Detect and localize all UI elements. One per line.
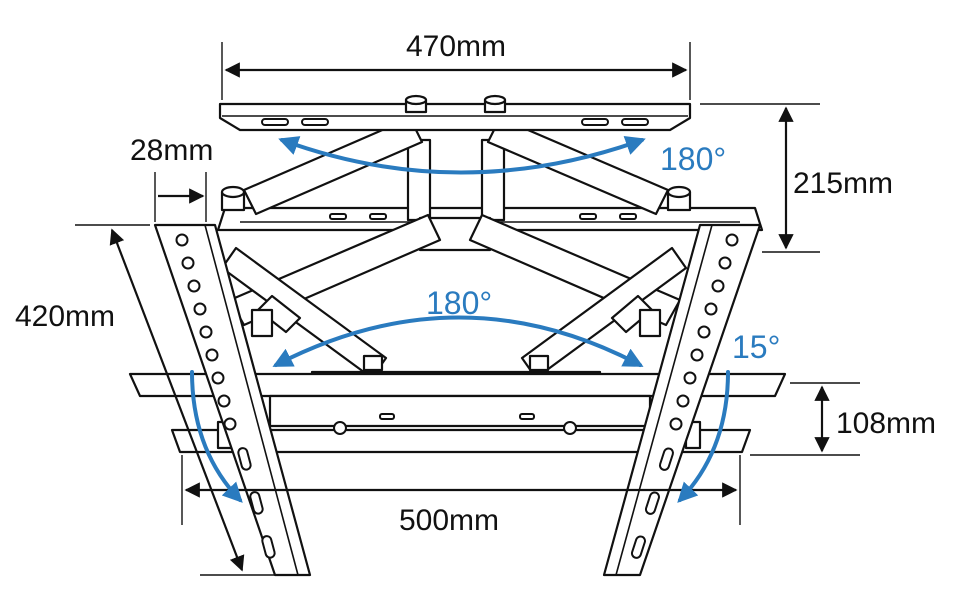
- dimension-lines: [75, 42, 860, 576]
- dim-top-width: 470mm: [406, 30, 506, 63]
- arm-knobs: [220, 185, 692, 338]
- top-plate: [218, 94, 692, 132]
- angle-middle-swivel: 180°: [426, 285, 492, 321]
- right-tilt-arrow: [677, 370, 730, 503]
- angle-tilt: 15°: [732, 329, 780, 365]
- dim-plate-height: 420mm: [15, 300, 115, 333]
- dim-bottom-height: 108mm: [836, 407, 936, 440]
- labels: 470mm 28mm 215mm 420mm 500mm 108mm 180° …: [15, 30, 936, 537]
- dim-arm-offset: 28mm: [130, 134, 213, 167]
- top-swivel-arrow: [278, 135, 646, 175]
- dim-top-height: 215mm: [793, 167, 893, 200]
- rotation-arrows: [190, 135, 730, 503]
- left-tilt-arrow: [190, 370, 243, 503]
- angle-top-swivel: 180°: [660, 141, 726, 177]
- dim-bottom-width: 500mm: [399, 504, 499, 537]
- middle-swivel-arrow: [272, 315, 644, 367]
